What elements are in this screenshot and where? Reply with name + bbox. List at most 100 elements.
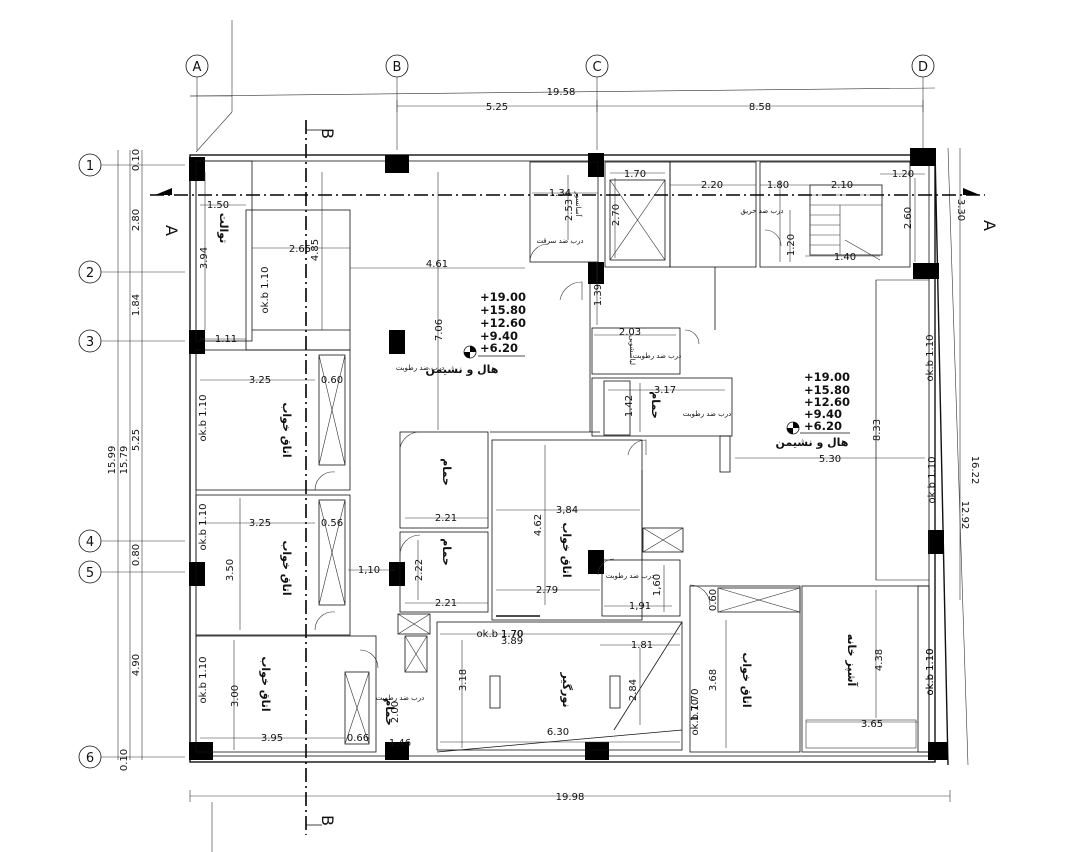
dim-label: 1.34 [549,188,571,199]
door-swing [314,611,336,631]
door-swing [627,439,647,456]
dim-top-seg2: 8.58 [749,102,771,113]
dim-left-outer: 15.99 [107,446,118,475]
room-label-bedroom-3: اتاق خواب [259,656,272,711]
dim-left-080: 0.80 [131,544,142,566]
door-swing [359,649,379,669]
room-label-hall-right: هال و نشیمن [776,436,849,449]
dim-label: 3.65 [861,719,883,730]
window-tag: ok.b 1.10 [198,657,209,704]
room-label-lightwell: نورگیر [560,671,573,707]
column [588,153,604,177]
column [189,742,213,760]
dim-right-330: 3.30 [955,199,966,221]
note-box [489,675,501,709]
stairs [779,180,882,262]
dim-label: 3.18 [458,669,469,691]
room-label-bath-2: حمام [440,538,453,566]
column [389,562,405,586]
dim-label: 2.60 [903,207,914,229]
dim-label: 1.70 [501,629,523,640]
door-swing [399,431,421,449]
door-swing [529,243,549,263]
bottom-dimensions: 19.98 [189,790,951,852]
dim-label: 2.70 [611,204,622,226]
grid-label-d: D [918,60,928,75]
column [928,742,948,760]
dim-label: 4.38 [874,649,885,671]
dim-label: 1.70 [690,699,701,721]
dim-label: 3.00 [230,685,241,707]
window-tag: ok.b 1.70 [477,629,524,640]
dim-label: 3.50 [225,559,236,581]
note-box [609,675,621,709]
room-label-bedroom-5: اتاق خواب [740,652,753,707]
elevation-value: +9.40 [804,407,842,421]
dim-label: 3.89 [501,636,523,647]
dim-label: 3.95 [261,733,283,744]
dim-label: 1.46 [389,738,411,749]
top-dimensions: 19.58 5.25 8.58 [189,20,936,153]
section-lines: A A B B [150,120,999,835]
row-grid: 1 2 3 4 5 6 [78,153,185,769]
dim-label: 0.60 [321,375,343,386]
dim-left-mid: 15.79 [119,446,130,475]
window-tag: ok.b 1.10 [925,649,936,696]
dim-left-010-bot: 0.10 [119,749,130,771]
dim-top-seg1: 5.25 [486,102,508,113]
dim-label: 1,10 [358,565,380,576]
elevation-right: +19.00 +15.80 +12.60 +9.40 +6.20 [786,370,850,435]
window-tags: ok.b 1.10 ok.b 1.10 ok.b 1.10 ok.b 1.10 … [198,267,938,736]
door-swing [597,558,615,576]
dim-left-184: 1.84 [131,294,142,316]
dim-label: 7.06 [434,319,445,341]
interior-dim-lines [200,172,925,750]
dim-label: 2.21 [435,598,457,609]
column [910,148,936,166]
grid-label-5: 5 [86,566,94,581]
dim-label: 1.39 [593,284,604,306]
dim-label: 4.61 [426,259,448,270]
room-label-elevator: آسانسور [574,190,583,217]
column [928,530,944,554]
dim-label: 2.10 [831,180,853,191]
dim-right-1292: 12.92 [959,501,970,530]
grid-label-c: C [592,60,601,75]
elevation-value: +15.80 [804,383,850,397]
room-label-bedroom-4: اتاق خواب [560,522,573,577]
dim-label: 2.03 [619,327,641,338]
dim-label: 5.30 [819,454,841,465]
room-labels: هال و نشیمن هال و نشیمن اتاق خواب اتاق خ… [217,190,859,725]
room-label-bath-4: حمام [383,698,396,726]
grid-label-a: A [193,60,202,75]
window-tag: ok.b 1.10 [198,395,209,442]
grid-label-3: 3 [86,335,94,350]
room-label-bath-1: حمام [440,458,453,486]
dim-label: 2.21 [435,513,457,524]
room-label-kitchen: آشپز خانه [845,634,859,687]
elevation-value: +6.20 [480,341,518,355]
door-note: درب ضد سرقت [536,237,583,245]
column [585,742,609,760]
dim-label: 2.79 [536,585,558,596]
room-label-laundry: لباسشویی [628,335,636,365]
window-tag: ok.b 1.10 [925,335,936,382]
room-label-bath-3: حمام [649,391,662,419]
grid-label-6: 6 [86,751,94,766]
door-swing [399,534,421,556]
door-swing [684,329,700,345]
dim-label: 3.25 [249,375,271,386]
column [588,262,604,284]
dim-right-1622: 16.22 [969,456,980,485]
window-tag: ok.b 1.10 [927,457,938,504]
door-note: درب ضد رطوبت [396,364,445,372]
dim-label: 0.56 [321,518,343,529]
elevation-value: +15.80 [480,303,526,317]
dim-label: 1.42 [624,395,635,417]
column [913,263,939,279]
right-dimensions: 16.22 12.92 3.30 [947,147,980,766]
dim-label: 1,60 [652,574,663,596]
door-note: درب ضد رطوبت [376,694,425,702]
grid-label-2: 2 [86,266,94,281]
